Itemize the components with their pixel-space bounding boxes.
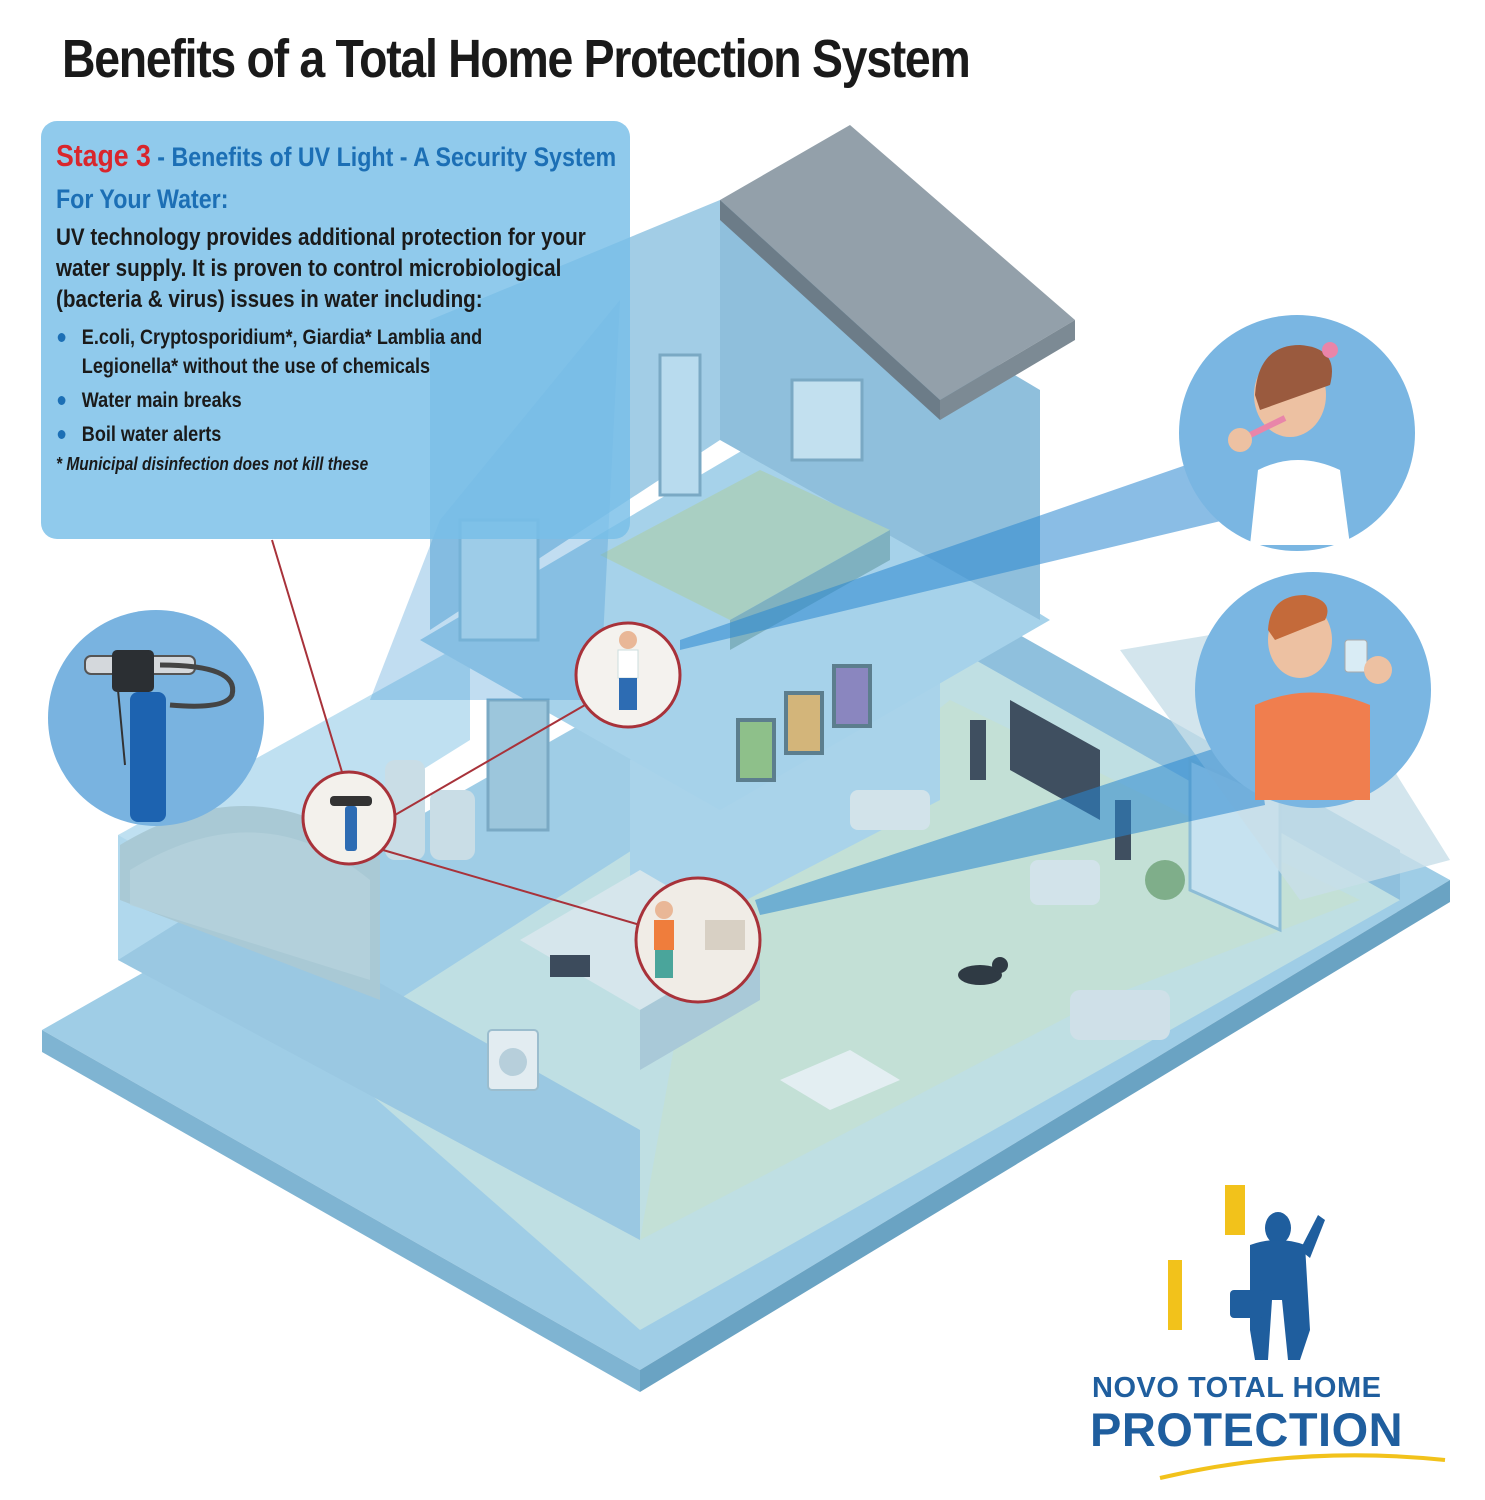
stage-3-info-box: Stage 3 - Benefits of UV Light - A Secur… — [41, 121, 630, 539]
bullet-icon — [57, 396, 66, 405]
info-intro: UV technology provides additional protec… — [56, 224, 586, 313]
dog-icon — [958, 957, 1008, 985]
brand-name: NOVO TOTAL HOME — [1092, 1372, 1382, 1404]
stage-subtitle: - Benefits of UV Light - A Security Syst… — [56, 142, 617, 214]
list-item: Boil water alerts — [56, 420, 538, 449]
uv-filter-icon — [48, 610, 264, 826]
benefit-list: E.coli, Cryptosporidium*, Giardia* Lambl… — [56, 323, 538, 449]
bullet-icon — [57, 333, 66, 342]
bathroom-inset — [574, 621, 682, 729]
stage-label: Stage 3 — [56, 138, 151, 173]
bullet-icon — [57, 430, 66, 439]
house-logo-icon — [1159, 1185, 1446, 1480]
uv-filter-inset-small — [301, 770, 397, 866]
page-title: Benefits of a Total Home Protection Syst… — [62, 29, 971, 89]
info-heading: Stage 3 - Benefits of UV Light - A Secur… — [56, 135, 624, 220]
man-drinking-water-icon — [1195, 572, 1431, 808]
kitchen-inset — [634, 876, 762, 1004]
brand-tagline: PROTECTION — [1090, 1403, 1404, 1456]
woman-brushing-teeth-icon — [1179, 315, 1415, 551]
list-item: E.coli, Cryptosporidium*, Giardia* Lambl… — [56, 323, 538, 381]
footnote: * Municipal disinfection does not kill t… — [56, 454, 369, 474]
list-item: Water main breaks — [56, 386, 538, 415]
